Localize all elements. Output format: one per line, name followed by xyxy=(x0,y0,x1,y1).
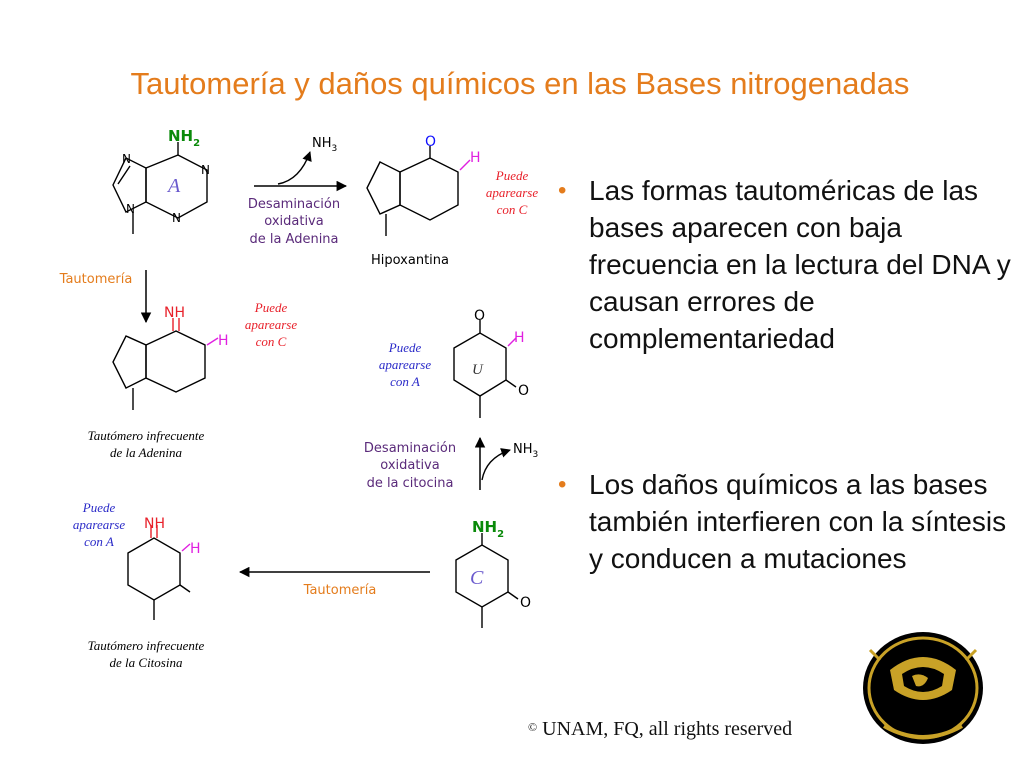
hypoxanthine-h: H xyxy=(470,150,481,166)
adenine-amine: NH2 xyxy=(168,127,200,149)
unam-seal-logo xyxy=(863,632,983,744)
adenine-structure xyxy=(112,142,208,234)
bullet-text: Las formas tautoméricas de las bases apa… xyxy=(589,175,1011,354)
cytosine-tautomer-h: H xyxy=(190,541,201,557)
adenine-tautomer-caption: de la Adenina xyxy=(110,445,182,460)
deamination-cytosine-label: Desaminación xyxy=(364,441,456,456)
adenine-n: N xyxy=(172,211,181,225)
adenine-ring-letter: A xyxy=(166,175,181,197)
tautomer-diagram: NH2 A N N N N NH3 Desaminación oxidativa… xyxy=(59,127,539,670)
deamination-adenine-label: Desaminación xyxy=(248,197,340,212)
deamination-cytosine-label: de la citocina xyxy=(367,476,454,491)
cytosine-tautomer-note: con A xyxy=(84,534,114,549)
deamination-adenine-label: de la Adenina xyxy=(249,232,338,247)
bullet-marker: • xyxy=(558,471,567,498)
bullet-marker: • xyxy=(558,177,567,204)
bullet-item: • Los daños químicos a las bases también… xyxy=(558,466,1018,577)
uracil-ring-letter: U xyxy=(472,362,484,378)
deamination-cytosine-byproduct: NH3 xyxy=(513,442,538,460)
slide-title: Tautomería y daños químicos en las Bases… xyxy=(130,66,910,101)
cytosine-amine: NH2 xyxy=(472,518,504,540)
uracil-structure xyxy=(453,320,517,418)
cytosine-tautomer-structure xyxy=(127,525,191,620)
hypoxanthine-note: Puede xyxy=(495,168,529,183)
cytosine-tautomer-note: Puede xyxy=(82,500,116,515)
adenine-tautomer-h: H xyxy=(218,333,229,349)
copyright-symbol: © xyxy=(528,720,538,734)
adenine-tautomer-imine: NH xyxy=(164,305,185,321)
deamination-cytosine-label: oxidativa xyxy=(380,458,439,473)
uracil-note: Puede xyxy=(388,340,422,355)
cytosine-structure xyxy=(455,533,519,628)
cytosine-tautomer-caption: Tautómero infrecuente xyxy=(88,638,205,653)
adenine-tautomer-note: con C xyxy=(256,334,287,349)
adenine-tautomer-note: aparearse xyxy=(245,317,297,332)
copyright-text: UNAM, FQ, all rights reserved xyxy=(542,718,793,740)
uracil-oxygen: O xyxy=(518,383,529,399)
hypoxanthine-note: con C xyxy=(497,202,528,217)
adenine-n: N xyxy=(122,152,131,166)
uracil-note: aparearse xyxy=(379,357,431,372)
deamination-adenine-label: oxidativa xyxy=(264,214,323,229)
tautomeria-left-label: Tautomería xyxy=(59,272,133,287)
deamination-adenine-arrow xyxy=(254,151,348,192)
hypoxanthine-oxygen: O xyxy=(425,134,436,150)
uracil-h: H xyxy=(514,330,525,346)
deamination-cytosine-arrow xyxy=(474,436,511,490)
uracil-oxygen: O xyxy=(474,308,485,324)
cytosine-ring-letter: C xyxy=(470,567,484,589)
hypoxanthine-structure xyxy=(366,146,471,236)
adenine-tautomer-caption: Tautómero infrecuente xyxy=(88,428,205,443)
cytosine-tautomer-imine: NH xyxy=(144,516,165,532)
bullet-item: • Las formas tautoméricas de las bases a… xyxy=(558,172,1018,357)
bullet-text: Los daños químicos a las bases también i… xyxy=(589,469,1007,574)
adenine-n: N xyxy=(201,163,210,177)
uracil-note: con A xyxy=(390,374,420,389)
tautomeria-bottom-label: Tautomería xyxy=(303,583,377,598)
adenine-tautomer-structure xyxy=(112,318,219,410)
cytosine-oxygen: O xyxy=(520,595,531,611)
adenine-n: N xyxy=(126,202,135,216)
adenine-tautomer-note: Puede xyxy=(254,300,288,315)
copyright-notice: © UNAM, FQ, all rights reserved xyxy=(528,718,792,741)
hypoxanthine-name: Hipoxantina xyxy=(371,253,449,268)
cytosine-tautomer-note: aparearse xyxy=(73,517,125,532)
hypoxanthine-note: aparearse xyxy=(486,185,538,200)
deamination-adenine-byproduct: NH3 xyxy=(312,136,337,154)
cytosine-tautomer-caption: de la Citosina xyxy=(110,655,183,670)
